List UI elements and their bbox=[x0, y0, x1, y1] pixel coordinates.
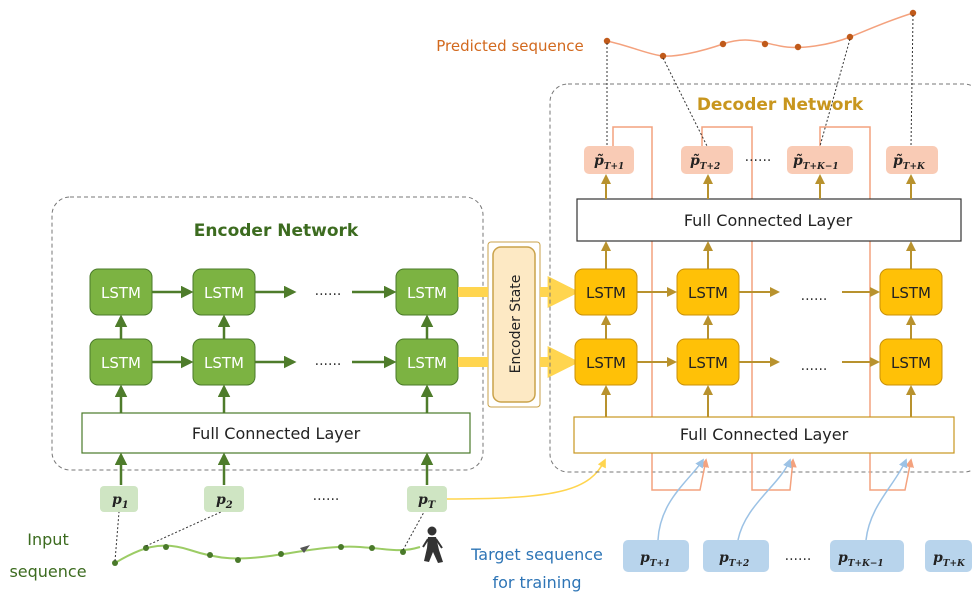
target-box-TK: pT+K bbox=[925, 540, 972, 572]
target-box-T2: pT+2 bbox=[703, 540, 769, 572]
svg-text:LSTM: LSTM bbox=[101, 284, 141, 302]
encoder-lstm-cell: LSTM bbox=[192, 338, 256, 386]
svg-text:p̃T+K−1: p̃T+K−1 bbox=[793, 152, 839, 172]
svg-text:LSTM: LSTM bbox=[586, 354, 626, 372]
encoder-lstm-cell: LSTM bbox=[89, 268, 153, 316]
encoder-lstm-cell: LSTM bbox=[89, 338, 153, 386]
decoder-lstm-cell: LSTM bbox=[676, 338, 740, 386]
decoder-frame bbox=[549, 83, 972, 473]
svg-text:LSTM: LSTM bbox=[688, 354, 728, 372]
encoder-state: Encoder State bbox=[487, 241, 541, 408]
target-box-T1: pT+1 bbox=[623, 540, 689, 572]
decoder-input-fc-layer: Full Connected Layer bbox=[573, 416, 955, 454]
input-sequence-label: sequence bbox=[9, 562, 86, 581]
encoder-lstm-cell: LSTM bbox=[192, 268, 256, 316]
decoder-output-fc-layer: Full Connected Layer bbox=[576, 198, 962, 242]
predicted-box-TK-1: p̃T+K−1 bbox=[787, 146, 853, 174]
svg-text:LSTM: LSTM bbox=[891, 354, 931, 372]
pT-to-decoder-path bbox=[446, 458, 606, 500]
svg-text:pT+2: pT+2 bbox=[719, 550, 749, 569]
svg-text:LSTM: LSTM bbox=[688, 284, 728, 302]
encoder-lstm-grid: LSTM LSTM LSTM LSTM LSTM LSTM bbox=[89, 268, 459, 386]
target-box-TK-1: pT+K−1 bbox=[830, 540, 904, 572]
svg-text:Full Connected Layer: Full Connected Layer bbox=[192, 424, 361, 443]
decoder-title: Decoder Network bbox=[697, 95, 864, 115]
svg-text:LSTM: LSTM bbox=[891, 284, 931, 302]
svg-text:Full Connected Layer: Full Connected Layer bbox=[684, 211, 853, 230]
encoder-ellipsis: ...... bbox=[315, 283, 342, 299]
predicted-ellipsis: ...... bbox=[745, 149, 772, 165]
svg-text:LSTM: LSTM bbox=[101, 354, 141, 372]
target-arrows bbox=[657, 458, 908, 541]
target-sequence-label: for training bbox=[492, 573, 581, 592]
encoder-input-ellipsis: ...... bbox=[313, 488, 340, 504]
svg-text:LSTM: LSTM bbox=[586, 284, 626, 302]
state-arrows bbox=[458, 275, 580, 379]
predicted-box-T1: p̃T+1 bbox=[584, 146, 634, 174]
svg-text:Encoder State: Encoder State bbox=[508, 275, 524, 374]
svg-text:p̃T+2: p̃T+2 bbox=[690, 152, 720, 172]
decoder-lstm-cell: LSTM bbox=[574, 338, 638, 386]
decoder-ellipsis: ...... bbox=[801, 358, 828, 374]
svg-text:LSTM: LSTM bbox=[204, 284, 244, 302]
decoder-lstm-cell: LSTM bbox=[879, 338, 943, 386]
predicted-box-T2: p̃T+2 bbox=[681, 146, 733, 174]
predicted-trajectory bbox=[603, 9, 917, 147]
decoder-arrows bbox=[601, 174, 916, 417]
encoder-input-pT: pT bbox=[407, 486, 447, 512]
target-ellipsis: ...... bbox=[785, 548, 812, 564]
svg-text:pT+K−1: pT+K−1 bbox=[838, 550, 884, 569]
svg-text:p̃T+K: p̃T+K bbox=[893, 152, 926, 172]
encoder-lstm-cell: LSTM bbox=[395, 268, 459, 316]
encoder-title: Encoder Network bbox=[194, 221, 359, 241]
feedback-loops bbox=[612, 126, 915, 491]
svg-text:pT+K: pT+K bbox=[933, 550, 966, 569]
predicted-box-TK: p̃T+K bbox=[886, 146, 938, 174]
svg-text:Full Connected Layer: Full Connected Layer bbox=[680, 425, 849, 444]
svg-text:LSTM: LSTM bbox=[407, 354, 447, 372]
svg-text:LSTM: LSTM bbox=[204, 354, 244, 372]
decoder-lstm-grid: LSTM LSTM LSTM LSTM LSTM LSTM bbox=[574, 268, 943, 386]
svg-text:pT: pT bbox=[418, 492, 437, 511]
decoder-ellipsis: ...... bbox=[801, 288, 828, 304]
svg-text:LSTM: LSTM bbox=[407, 284, 447, 302]
svg-text:p1: p1 bbox=[112, 492, 129, 511]
predicted-sequence-label: Predicted sequence bbox=[436, 37, 583, 55]
target-sequence-label: Target sequence bbox=[470, 545, 603, 564]
encoder-input-p1: p1 bbox=[100, 486, 138, 512]
decoder-lstm-cell: LSTM bbox=[879, 268, 943, 316]
svg-text:p2: p2 bbox=[216, 492, 233, 511]
walking-person-icon bbox=[422, 526, 443, 563]
encoder-fc-layer: Full Connected Layer bbox=[81, 412, 471, 454]
decoder-lstm-cell: LSTM bbox=[574, 268, 638, 316]
input-sequence-label: Input bbox=[27, 530, 68, 549]
encoder-lstm-cell: LSTM bbox=[395, 338, 459, 386]
svg-text:pT+1: pT+1 bbox=[640, 550, 670, 569]
input-trajectory bbox=[112, 511, 425, 566]
svg-text:p̃T+1: p̃T+1 bbox=[594, 152, 624, 172]
encoder-ellipsis: ...... bbox=[315, 353, 342, 369]
encoder-frame bbox=[51, 196, 484, 471]
encoder-arrows bbox=[114, 285, 434, 485]
encoder-input-p2: p2 bbox=[204, 486, 244, 512]
decoder-lstm-cell: LSTM bbox=[676, 268, 740, 316]
